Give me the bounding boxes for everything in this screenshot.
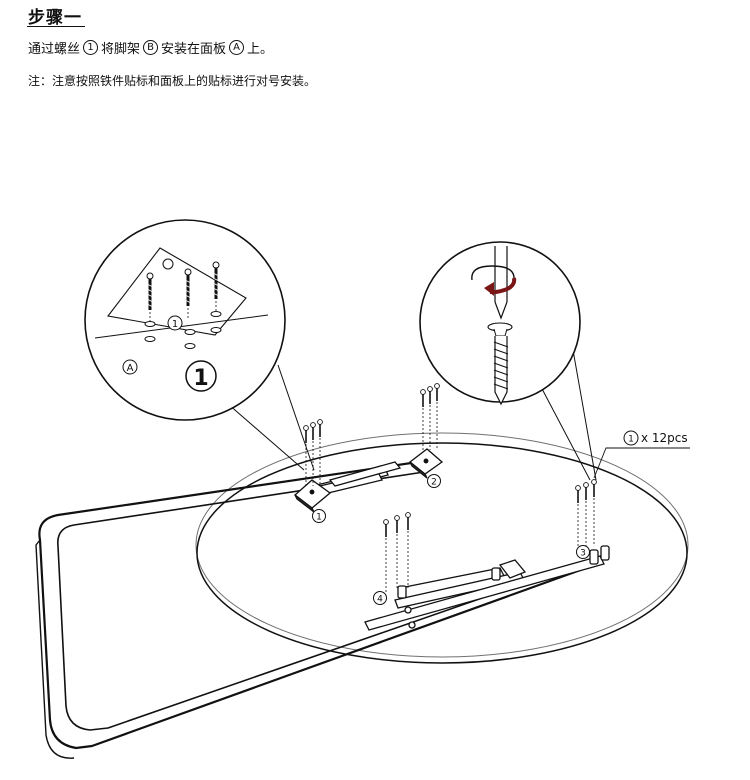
table-top-panel bbox=[196, 442, 688, 664]
instruction-text-4: 上。 bbox=[247, 42, 274, 57]
screws-group-2 bbox=[419, 382, 441, 452]
screws-group-3 bbox=[574, 478, 598, 550]
detail-magnifier-left: 1 A 1 bbox=[84, 219, 315, 471]
bracket-4 bbox=[397, 567, 501, 629]
bracket-3 bbox=[589, 545, 610, 565]
svg-text:1: 1 bbox=[628, 435, 634, 445]
svg-text:3: 3 bbox=[580, 549, 586, 559]
bracket-label-2: 2 bbox=[427, 474, 441, 488]
screws-group-4 bbox=[382, 511, 412, 592]
svg-text:1: 1 bbox=[172, 319, 178, 330]
screws-group-1 bbox=[302, 418, 324, 488]
instruction-text-3: 安装在面板 bbox=[161, 42, 227, 57]
step-title: 步骤一 bbox=[28, 8, 82, 28]
screw-number-badge: 1 bbox=[83, 40, 99, 55]
detail-magnifier-right bbox=[419, 241, 597, 481]
bracket-label-1: 1 bbox=[312, 509, 326, 523]
svg-text:1: 1 bbox=[316, 513, 322, 523]
svg-text:A: A bbox=[127, 363, 134, 374]
svg-text:1: 1 bbox=[193, 366, 208, 391]
svg-text:x 12pcs: x 12pcs bbox=[641, 431, 688, 445]
folding-brace bbox=[304, 461, 605, 631]
svg-text:2: 2 bbox=[431, 478, 437, 488]
screw-quantity-callout: 1 x 12pcs bbox=[593, 430, 690, 479]
table-top-edge bbox=[195, 432, 689, 658]
leg-letter-badge: B bbox=[143, 40, 159, 55]
bracket-label-3: 3 bbox=[576, 545, 590, 559]
installation-note: 注：注意按照铁件贴标和面板上的贴标进行对号安装。 bbox=[28, 74, 317, 88]
instruction-text-1: 通过螺丝 bbox=[28, 42, 81, 57]
title-underline bbox=[27, 26, 85, 27]
panel-letter-badge: A bbox=[229, 40, 245, 55]
svg-text:4: 4 bbox=[377, 595, 383, 605]
bracket-2 bbox=[408, 448, 444, 479]
instruction-line: 通过螺丝 1 将脚架 B 安装在面板 A 上。 bbox=[28, 38, 273, 57]
instruction-text-2: 将脚架 bbox=[101, 42, 141, 57]
bracket-label-4: 4 bbox=[373, 591, 387, 605]
